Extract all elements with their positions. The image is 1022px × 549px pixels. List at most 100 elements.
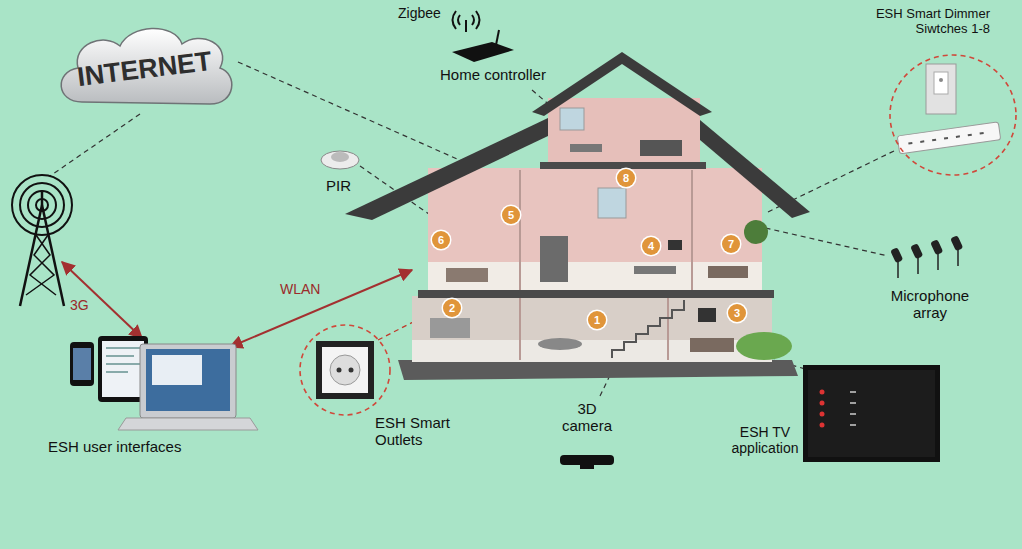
- roof-left: [345, 118, 548, 220]
- microphone: [910, 243, 923, 274]
- tv-marks: [850, 392, 856, 425]
- device-label: ESH user interfaces: [48, 438, 181, 455]
- switch-strip: [897, 122, 1001, 154]
- dimmer-switch: [897, 64, 1001, 154]
- device-label: ESH TV application: [727, 424, 803, 456]
- switch-plate: [926, 64, 956, 114]
- outlet-callout: ESH Smart Outlets: [295, 322, 465, 450]
- laptop-screen: [146, 349, 230, 411]
- tv-dot: [820, 423, 825, 428]
- tv-dot: [820, 412, 825, 417]
- phone: [70, 342, 94, 386]
- desk: [570, 144, 602, 152]
- wlan-arrow: [230, 270, 412, 347]
- home-controller: [452, 42, 514, 62]
- attic-slab: [540, 162, 706, 169]
- bathtub: [446, 268, 488, 282]
- tv-dot: [820, 401, 825, 406]
- tv-display: [808, 370, 935, 457]
- zigbee-icon: [453, 11, 480, 32]
- device-label: 3D camera: [556, 400, 618, 434]
- house-illustration: [345, 52, 810, 380]
- garden: [736, 332, 792, 360]
- cloud-outline: [61, 28, 232, 104]
- callout-heading: ESH Smart Outlets: [375, 414, 461, 448]
- outlet-frame: [316, 341, 374, 399]
- tablet-screen: [102, 341, 144, 397]
- strip-keys: [908, 133, 983, 144]
- smart-outlet: [316, 341, 374, 399]
- outlet-socket: [330, 355, 360, 385]
- tower-brace: [26, 235, 56, 295]
- callout-number: 3: [728, 304, 746, 322]
- switch-led: [939, 78, 943, 82]
- pir-sensor: [321, 151, 359, 169]
- laptop: [140, 344, 236, 418]
- 3d-camera: [560, 455, 614, 465]
- outlet-hole: [337, 368, 342, 373]
- attic-roof: [532, 52, 712, 116]
- room-wall: [519, 170, 521, 290]
- microphone: [950, 235, 963, 266]
- callout-heading: ESH Smart Dimmer Siwtches 1-8: [865, 6, 990, 36]
- cell-tower: [12, 175, 72, 306]
- room-wall: [519, 298, 521, 360]
- link-label: WLAN: [280, 281, 320, 297]
- tree: [744, 220, 768, 244]
- switch-paddle: [934, 72, 948, 94]
- laptop-window: [152, 355, 202, 385]
- sofa: [690, 338, 734, 352]
- ground-wall: [412, 296, 772, 362]
- microphone: [890, 247, 903, 278]
- room-walls: [520, 170, 692, 360]
- outlet-plate: [322, 347, 368, 393]
- device-label: Home controller: [440, 66, 546, 83]
- tv-dot: [820, 390, 825, 395]
- attic-wall: [548, 98, 700, 164]
- camera-base: [580, 465, 594, 469]
- device-label: PIR: [326, 177, 351, 194]
- callout-number: 7: [722, 235, 740, 253]
- house-base: [398, 360, 798, 380]
- window: [598, 188, 626, 218]
- floor-slab: [418, 290, 774, 298]
- outlet-hole: [349, 368, 354, 373]
- protocol-label: Zigbee: [398, 5, 441, 21]
- antenna: [465, 20, 467, 32]
- laptop-base: [118, 418, 258, 430]
- microphone-array: [890, 235, 963, 278]
- tower-mast: [41, 190, 44, 205]
- upper-wall: [428, 168, 762, 292]
- table: [634, 266, 676, 274]
- pir-lens: [331, 152, 349, 162]
- sofa: [708, 266, 748, 278]
- dashed-ring: [300, 325, 390, 415]
- room-wall: [691, 170, 693, 290]
- radio-wave: [28, 191, 56, 219]
- dashed-ring: [890, 55, 1016, 175]
- callout-number: 2: [443, 299, 461, 317]
- bookshelf: [540, 236, 568, 282]
- radio-wave: [12, 175, 72, 235]
- user-devices: [70, 336, 258, 430]
- microphone: [930, 239, 943, 270]
- tower-leg: [42, 205, 64, 306]
- router-antenna: [496, 30, 499, 45]
- stairs: [612, 300, 684, 358]
- signal-arcs: [453, 11, 480, 29]
- phone-screen: [73, 348, 91, 380]
- tv-set: [668, 240, 682, 250]
- dimmer-callout: ESH Smart Dimmer Siwtches 1-8: [865, 4, 1020, 182]
- leader-line: [748, 224, 888, 256]
- strip-body: [897, 122, 1001, 154]
- dining-table: [538, 338, 582, 350]
- room-wall: [667, 298, 669, 360]
- link-label: 3G: [70, 297, 89, 313]
- tablet-content: [106, 348, 140, 372]
- callout-number: 1: [588, 311, 606, 329]
- callout-number: 8: [617, 169, 635, 187]
- window: [560, 108, 584, 130]
- roof-right: [700, 120, 810, 218]
